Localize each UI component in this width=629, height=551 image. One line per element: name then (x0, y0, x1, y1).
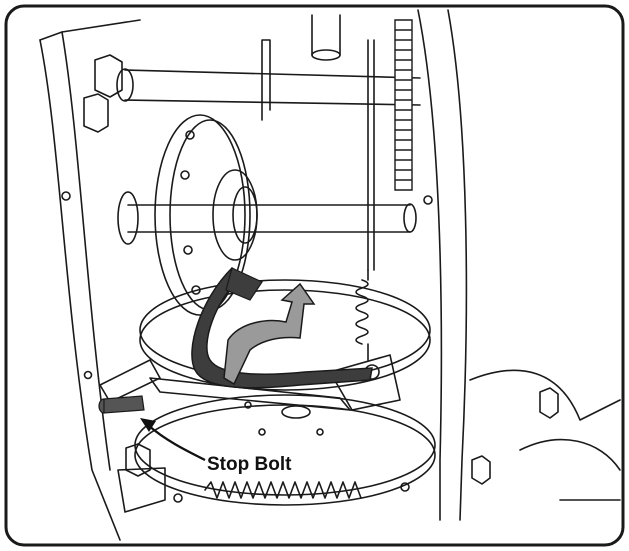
removal-arrow-icon (223, 282, 316, 386)
callout-leader (147, 424, 206, 461)
figure-border (4, 4, 625, 547)
idler-bracket (329, 354, 401, 411)
base-plate-center (281, 405, 311, 419)
main-pulley-outer (154, 114, 246, 316)
lower-pulley-rim (139, 289, 431, 391)
right-housing-panel (417, 9, 468, 521)
drive-shaft-right-end (403, 203, 417, 233)
drive-belt-icon (191, 266, 373, 389)
hex-nut-right-lower (471, 455, 491, 485)
hex-nut-top (94, 54, 123, 98)
hex-nut-right (539, 387, 559, 419)
main-pulley-bearing (232, 186, 258, 244)
top-shaft (124, 69, 421, 106)
callout-arrowhead (140, 418, 156, 432)
drive-shaft-left-end (117, 191, 139, 245)
right-chute-lower (519, 438, 621, 501)
top-shaft-end (116, 68, 134, 102)
drive-belt-upper (225, 267, 263, 301)
left-housing-flange (39, 19, 141, 41)
vertical-fitting (311, 14, 341, 56)
hex-nut-lower (83, 93, 109, 133)
stop-bolt-label: Stop Bolt (207, 454, 292, 475)
drive-shaft (127, 204, 411, 233)
extension-spring (204, 481, 362, 499)
hex-nut-bottom (125, 443, 151, 477)
gear-rack (394, 19, 413, 191)
base-plate-rim (134, 404, 436, 506)
housing-hole-left-lower (83, 370, 93, 380)
idler-arm (149, 377, 351, 411)
right-chute (469, 369, 621, 421)
housing-hole-right (423, 195, 433, 205)
housing-hole-left (61, 191, 71, 201)
left-bracket (99, 359, 161, 403)
mount-bracket (261, 39, 271, 121)
stop-bolt-icon (98, 395, 145, 414)
tension-spring (355, 279, 369, 345)
